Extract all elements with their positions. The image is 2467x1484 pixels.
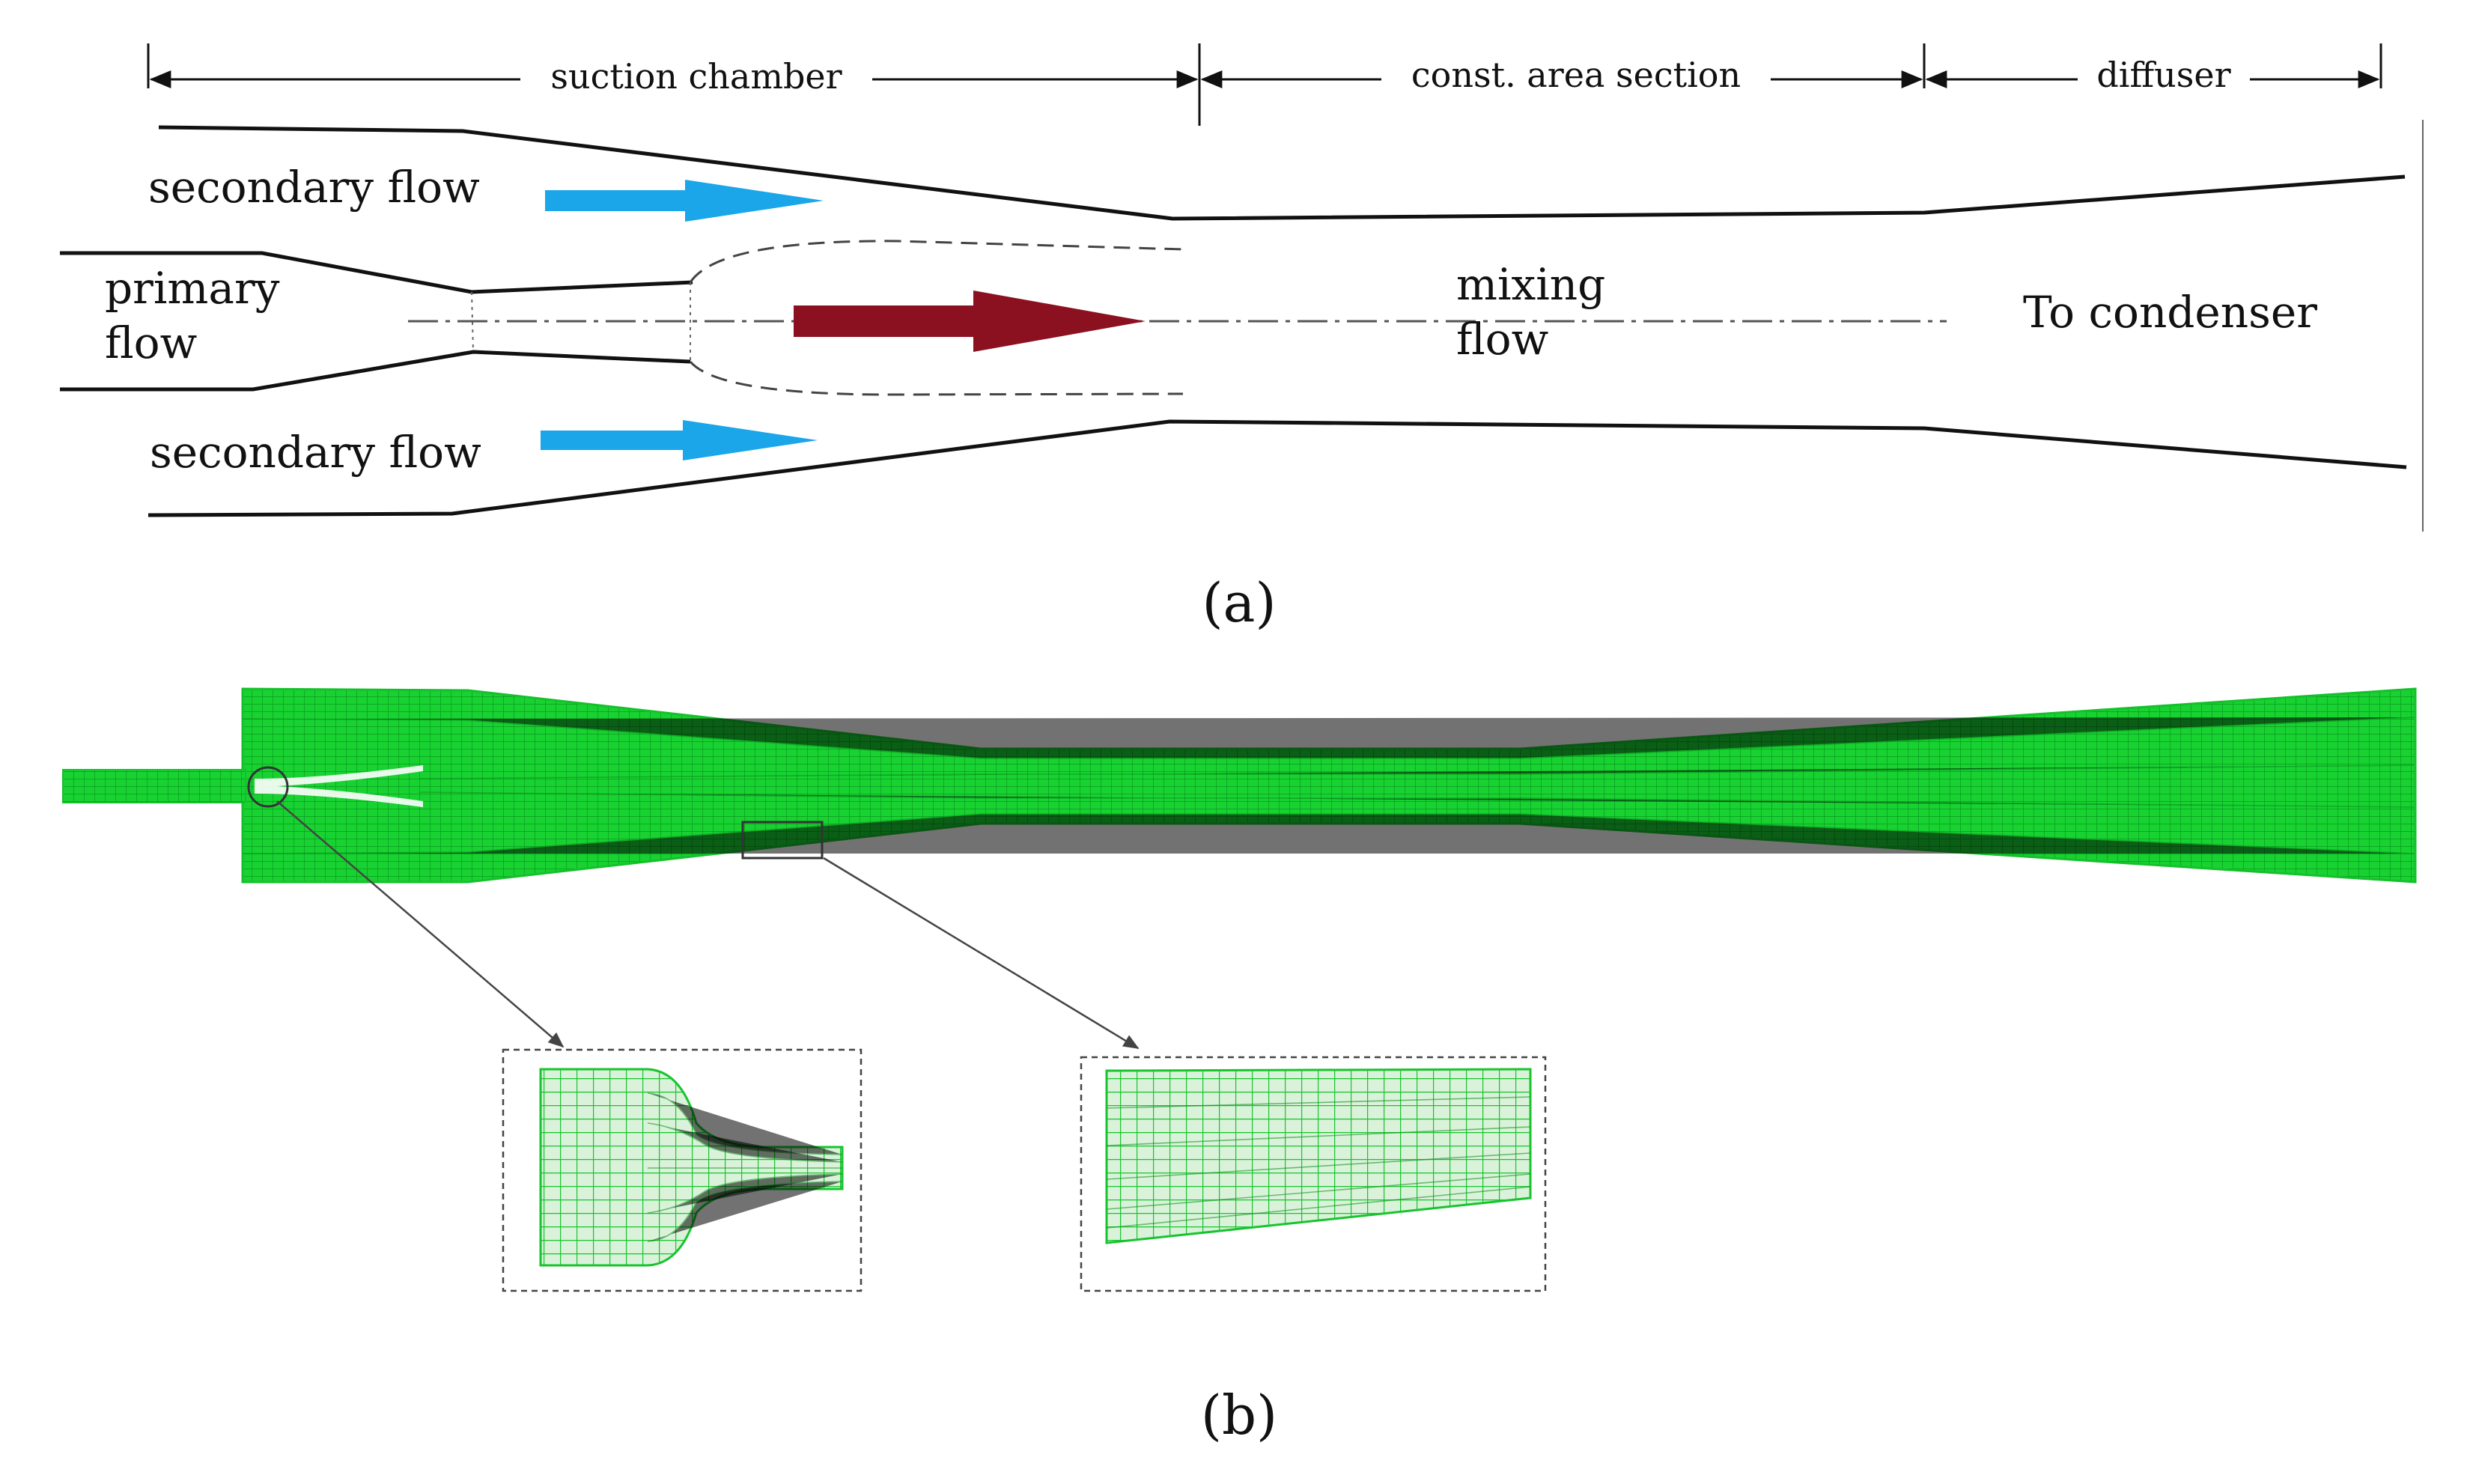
primary-jet-boundary-bottom: [689, 361, 1184, 396]
outer-wall-top: [158, 125, 2406, 221]
secondary-flow-label-bottom: secondary flow: [150, 427, 481, 478]
mixing-flow-label-line1: mixing: [1456, 259, 1605, 310]
secondary-flow-label-top: secondary flow: [148, 162, 480, 213]
mixing-flow-label-line2: flow: [1456, 314, 1548, 365]
nozzle-detail-leader: [276, 800, 565, 1048]
nozzle-mesh-inset: [502, 1048, 863, 1292]
to-condenser-label: To condenser: [2023, 287, 2317, 338]
panel-b-mesh: (b): [62, 687, 2417, 1447]
primary-flow-label-line1: primary: [105, 263, 280, 314]
primary-nozzle-gap: [255, 765, 423, 807]
wall-detail-leader: [823, 857, 1140, 1050]
panel-a-schematic: suction chamber const. area section diff…: [60, 43, 2424, 634]
secondary-flow-arrow-top: [545, 180, 824, 222]
diffuser-label: diffuser: [2096, 55, 2230, 95]
secondary-flow-arrow-bottom: [541, 420, 818, 460]
caption-a: (a): [1202, 571, 1276, 634]
ejector-outline: [60, 120, 2424, 532]
primary-flow-arrow: [794, 291, 1146, 352]
mesh-axial-lines: [242, 717, 2416, 854]
primary-flow-label-line2: flow: [105, 317, 197, 368]
suction-chamber-label: suction chamber: [550, 56, 842, 97]
const-area-section-label: const. area section: [1411, 55, 1741, 95]
primary-jet-boundary-top: [689, 240, 1184, 283]
wall-detail-marker: [741, 821, 824, 860]
primary-inlet-mesh: [62, 769, 246, 803]
caption-b: (b): [1201, 1384, 1277, 1447]
nozzle-wall-top: [60, 251, 693, 294]
outer-wall-bottom: [147, 419, 2407, 517]
nozzle-detail-marker: [247, 766, 289, 808]
wall-mesh-inset: [1080, 1056, 1547, 1292]
dimension-line: suction chamber const. area section diff…: [147, 43, 2382, 126]
nozzle-wall-bottom: [60, 350, 691, 392]
